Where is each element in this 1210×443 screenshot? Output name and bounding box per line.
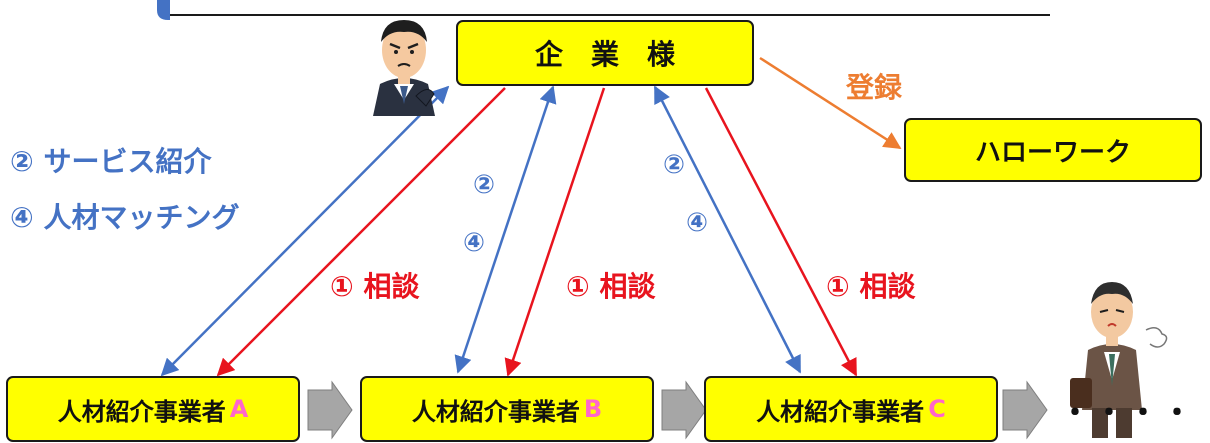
agency-b-prefix: 人材紹介事業者: [411, 397, 580, 426]
step-2-label-c: ②: [663, 150, 686, 180]
step-4-label-c: ④: [686, 208, 709, 238]
agency-c-prefix: 人材紹介事業者: [756, 397, 925, 426]
blue-arrow-c: [653, 85, 802, 374]
businessman-angry-icon: [373, 20, 435, 116]
agency-a-letter: A: [229, 395, 249, 423]
company-label: 企 業 様: [534, 38, 675, 71]
step-4-label-b: ④: [463, 228, 486, 258]
chevron-arrow-1: [307, 380, 353, 440]
agency-a-prefix: 人材紹介事業者: [57, 397, 226, 426]
agency-c-letter: C: [928, 395, 946, 423]
top-banner-fragment: [157, 0, 170, 20]
consult-label-c: ① 相談: [826, 270, 916, 303]
chevron-arrow-2: [661, 380, 707, 440]
agency-box-c: 人材紹介事業者 C: [704, 376, 998, 442]
register-label: 登録: [846, 71, 903, 104]
blue-arrow-b: [454, 85, 557, 374]
ellipsis-dots: ・・・・: [1060, 396, 1196, 431]
step-2-label-b: ②: [473, 170, 496, 200]
consult-label-b: ① 相談: [566, 270, 656, 303]
red-arrow-a: [216, 87, 506, 377]
agency-box-a: 人材紹介事業者 A: [6, 376, 300, 442]
hello-work-box: ハローワーク: [904, 118, 1202, 182]
red-arrow-b: [504, 87, 606, 377]
orange-arrow-register: [759, 56, 902, 150]
legend-service-intro: ② サービス紹介: [10, 145, 212, 178]
legend-talent-matching: ④ 人材マッチング: [10, 201, 240, 234]
hello-work-label: ハローワーク: [974, 137, 1131, 168]
agency-box-b: 人材紹介事業者 B: [360, 376, 654, 442]
chevron-arrow-3: [1002, 380, 1048, 440]
company-box: 企 業 様: [456, 20, 754, 86]
agency-b-letter: B: [583, 395, 603, 423]
red-arrow-c: [704, 87, 858, 377]
consult-label-a: ① 相談: [330, 270, 420, 303]
blue-arrow-a: [160, 85, 450, 377]
businessman-tired-icon: [1070, 282, 1168, 438]
